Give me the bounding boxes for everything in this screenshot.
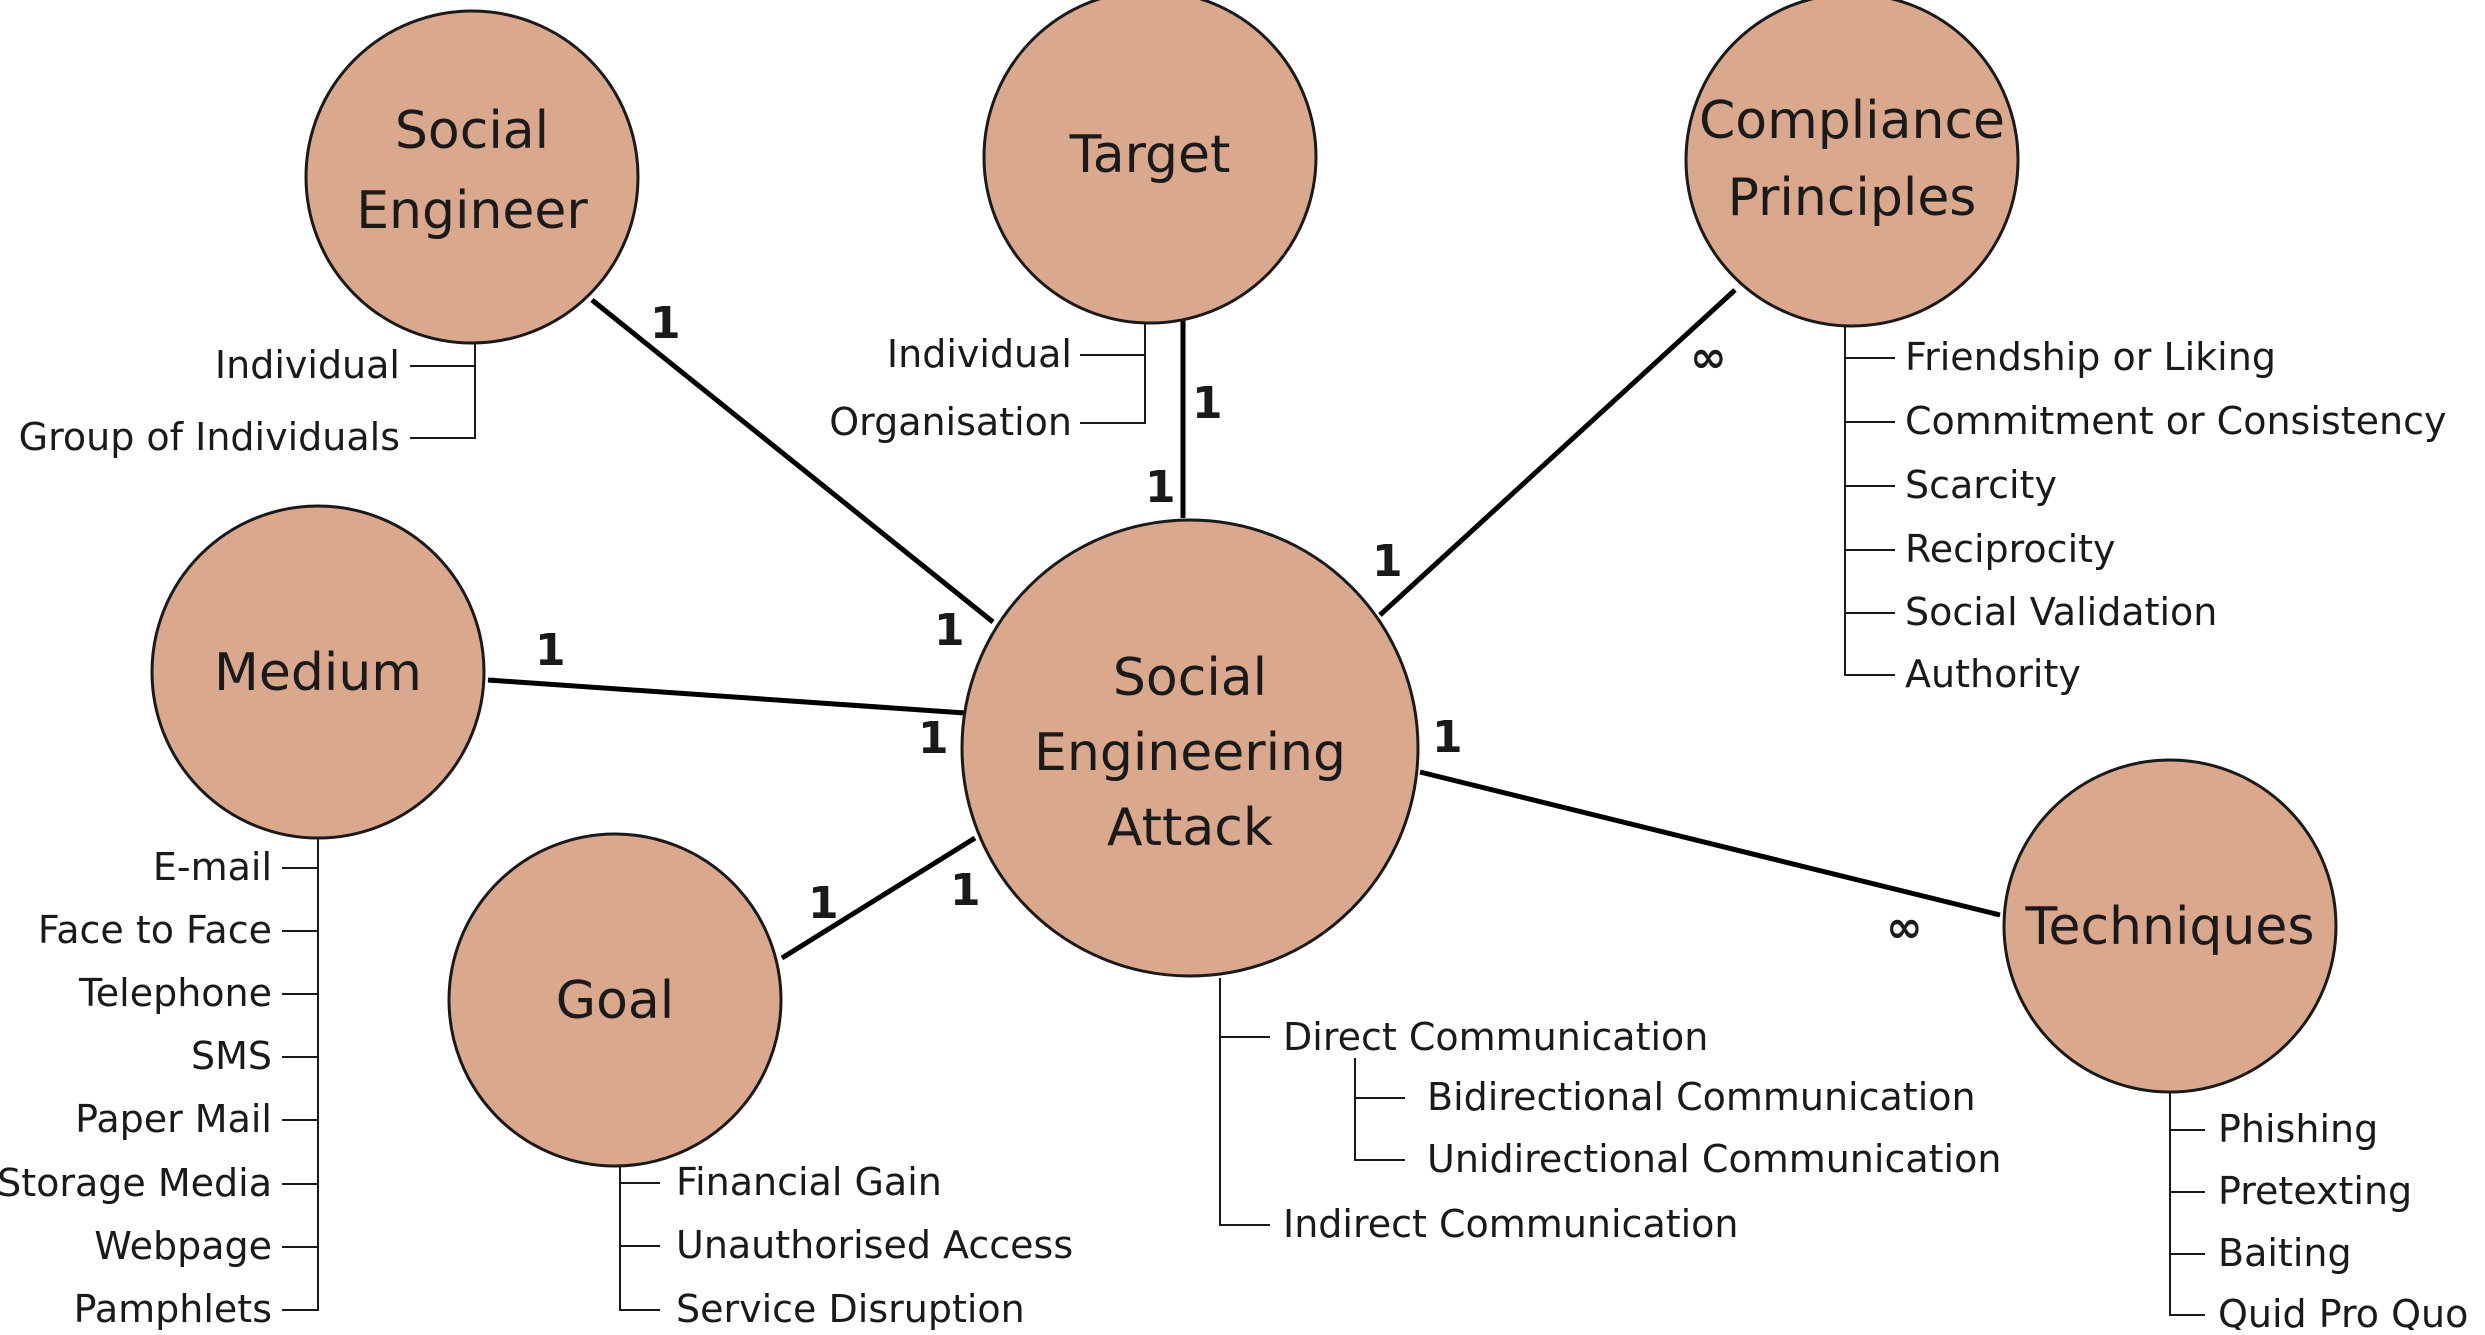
- list-item: Scarcity: [1905, 463, 2057, 507]
- node-compliance-label-2: Principles: [1728, 168, 1977, 228]
- edges: [487, 288, 2001, 961]
- list-medium: E-mail Face to Face Telephone SMS Paper …: [0, 839, 319, 1331]
- node-medium: Medium: [150, 504, 486, 840]
- list-item: Organisation: [829, 400, 1072, 444]
- mult-techniques-near: 1: [1432, 712, 1463, 763]
- list-goal: Financial Gain Unauthorised Access Servi…: [619, 1160, 1073, 1331]
- list-item: Individual: [887, 332, 1072, 376]
- edge-to-techniques: [1419, 769, 2001, 918]
- node-compliance-label-1: Compliance: [1699, 91, 2005, 151]
- node-attack-label-2: Engineering: [1034, 723, 1346, 783]
- node-goal-circle: [447, 832, 783, 1168]
- mult-techniques-far: ∞: [1886, 902, 1923, 953]
- list-item-bidirectional: Bidirectional Communication: [1427, 1075, 1976, 1119]
- list-item: Pamphlets: [74, 1287, 272, 1330]
- node-compliance-circle: [1684, 0, 2020, 328]
- list-item: Individual: [215, 343, 400, 387]
- node-target-label: Target: [1069, 125, 1231, 185]
- mult-medium-far: 1: [535, 625, 566, 676]
- node-goal: Goal: [447, 832, 783, 1168]
- node-social-engineer-circle: [304, 9, 640, 345]
- edge-to-medium: [487, 677, 966, 716]
- multiplicities: 1 1 1 1 ∞ 1 1 1 1 1 1 ∞: [535, 298, 1923, 953]
- list-target: Individual Organisation: [829, 322, 1146, 444]
- list-item: Pretexting: [2218, 1169, 2412, 1213]
- list-item: Telephone: [78, 971, 272, 1015]
- list-compliance: Friendship or Liking Commitment or Consi…: [1844, 325, 2446, 696]
- node-medium-label: Medium: [214, 643, 422, 703]
- node-techniques-label: Techniques: [2025, 897, 2315, 957]
- list-item-unidirectional: Unidirectional Communication: [1427, 1137, 2001, 1181]
- node-medium-circle: [150, 504, 486, 840]
- list-item: Authority: [1905, 652, 2081, 696]
- node-attack-label-3: Attack: [1107, 798, 1273, 858]
- mult-target-near: 1: [1145, 462, 1176, 513]
- list-item: Unauthorised Access: [676, 1223, 1073, 1267]
- list-item-direct: Direct Communication: [1283, 1015, 1708, 1059]
- mult-goal-near: 1: [950, 865, 981, 916]
- list-item: Phishing: [2218, 1107, 2378, 1151]
- list-techniques: Phishing Pretexting Baiting Quid Pro Quo: [2169, 1093, 2468, 1335]
- node-social-engineer: Social Engineer: [304, 9, 640, 345]
- list-item: Commitment or Consistency: [1905, 399, 2446, 443]
- list-item: Baiting: [2218, 1231, 2352, 1275]
- list-item: Paper Mail: [75, 1097, 272, 1141]
- list-item: Social Validation: [1905, 590, 2217, 634]
- mult-compliance-near: 1: [1372, 536, 1403, 587]
- mult-engineer-far: 1: [650, 298, 681, 349]
- list-item: Group of Individuals: [19, 415, 400, 459]
- node-attack-label-1: Social: [1113, 648, 1267, 708]
- edge-to-compliance: [1378, 288, 1737, 617]
- list-item: Friendship or Liking: [1905, 335, 2276, 379]
- edge-to-goal: [780, 835, 977, 961]
- list-item: Financial Gain: [676, 1160, 942, 1204]
- mult-compliance-far: ∞: [1690, 332, 1727, 383]
- list-item-indirect: Indirect Communication: [1283, 1202, 1739, 1246]
- list-item: Quid Pro Quo: [2218, 1292, 2468, 1330]
- mult-target-far: 1: [1192, 378, 1223, 429]
- list-item: E-mail: [153, 845, 272, 889]
- list-item: Storage Media: [0, 1161, 272, 1205]
- node-social-engineer-label-2: Engineer: [356, 181, 588, 241]
- list-social-engineer: Individual Group of Individuals: [19, 343, 476, 459]
- mult-engineer-near: 1: [934, 605, 965, 656]
- list-item: Face to Face: [38, 908, 272, 952]
- list-item: Reciprocity: [1905, 527, 2116, 571]
- node-compliance-principles: Compliance Principles: [1684, 0, 2020, 328]
- node-target-circle: [982, 0, 1318, 325]
- node-techniques-circle: [2002, 758, 2338, 1094]
- list-attack: Direct Communication Bidirectional Commu…: [1219, 978, 2001, 1246]
- node-social-engineering-attack: Social Engineering Attack: [960, 518, 1420, 978]
- list-item: SMS: [191, 1034, 272, 1078]
- node-techniques: Techniques: [2002, 758, 2338, 1094]
- node-goal-label: Goal: [556, 971, 674, 1031]
- edge-to-social-engineer: [590, 298, 995, 624]
- mult-medium-near: 1: [918, 713, 949, 764]
- list-item: Webpage: [94, 1224, 272, 1268]
- node-attack-circle: [960, 518, 1420, 978]
- node-social-engineer-label-1: Social: [395, 101, 549, 161]
- list-item: Service Disruption: [676, 1287, 1025, 1330]
- mult-goal-far: 1: [808, 878, 839, 929]
- node-target: Target: [982, 0, 1318, 325]
